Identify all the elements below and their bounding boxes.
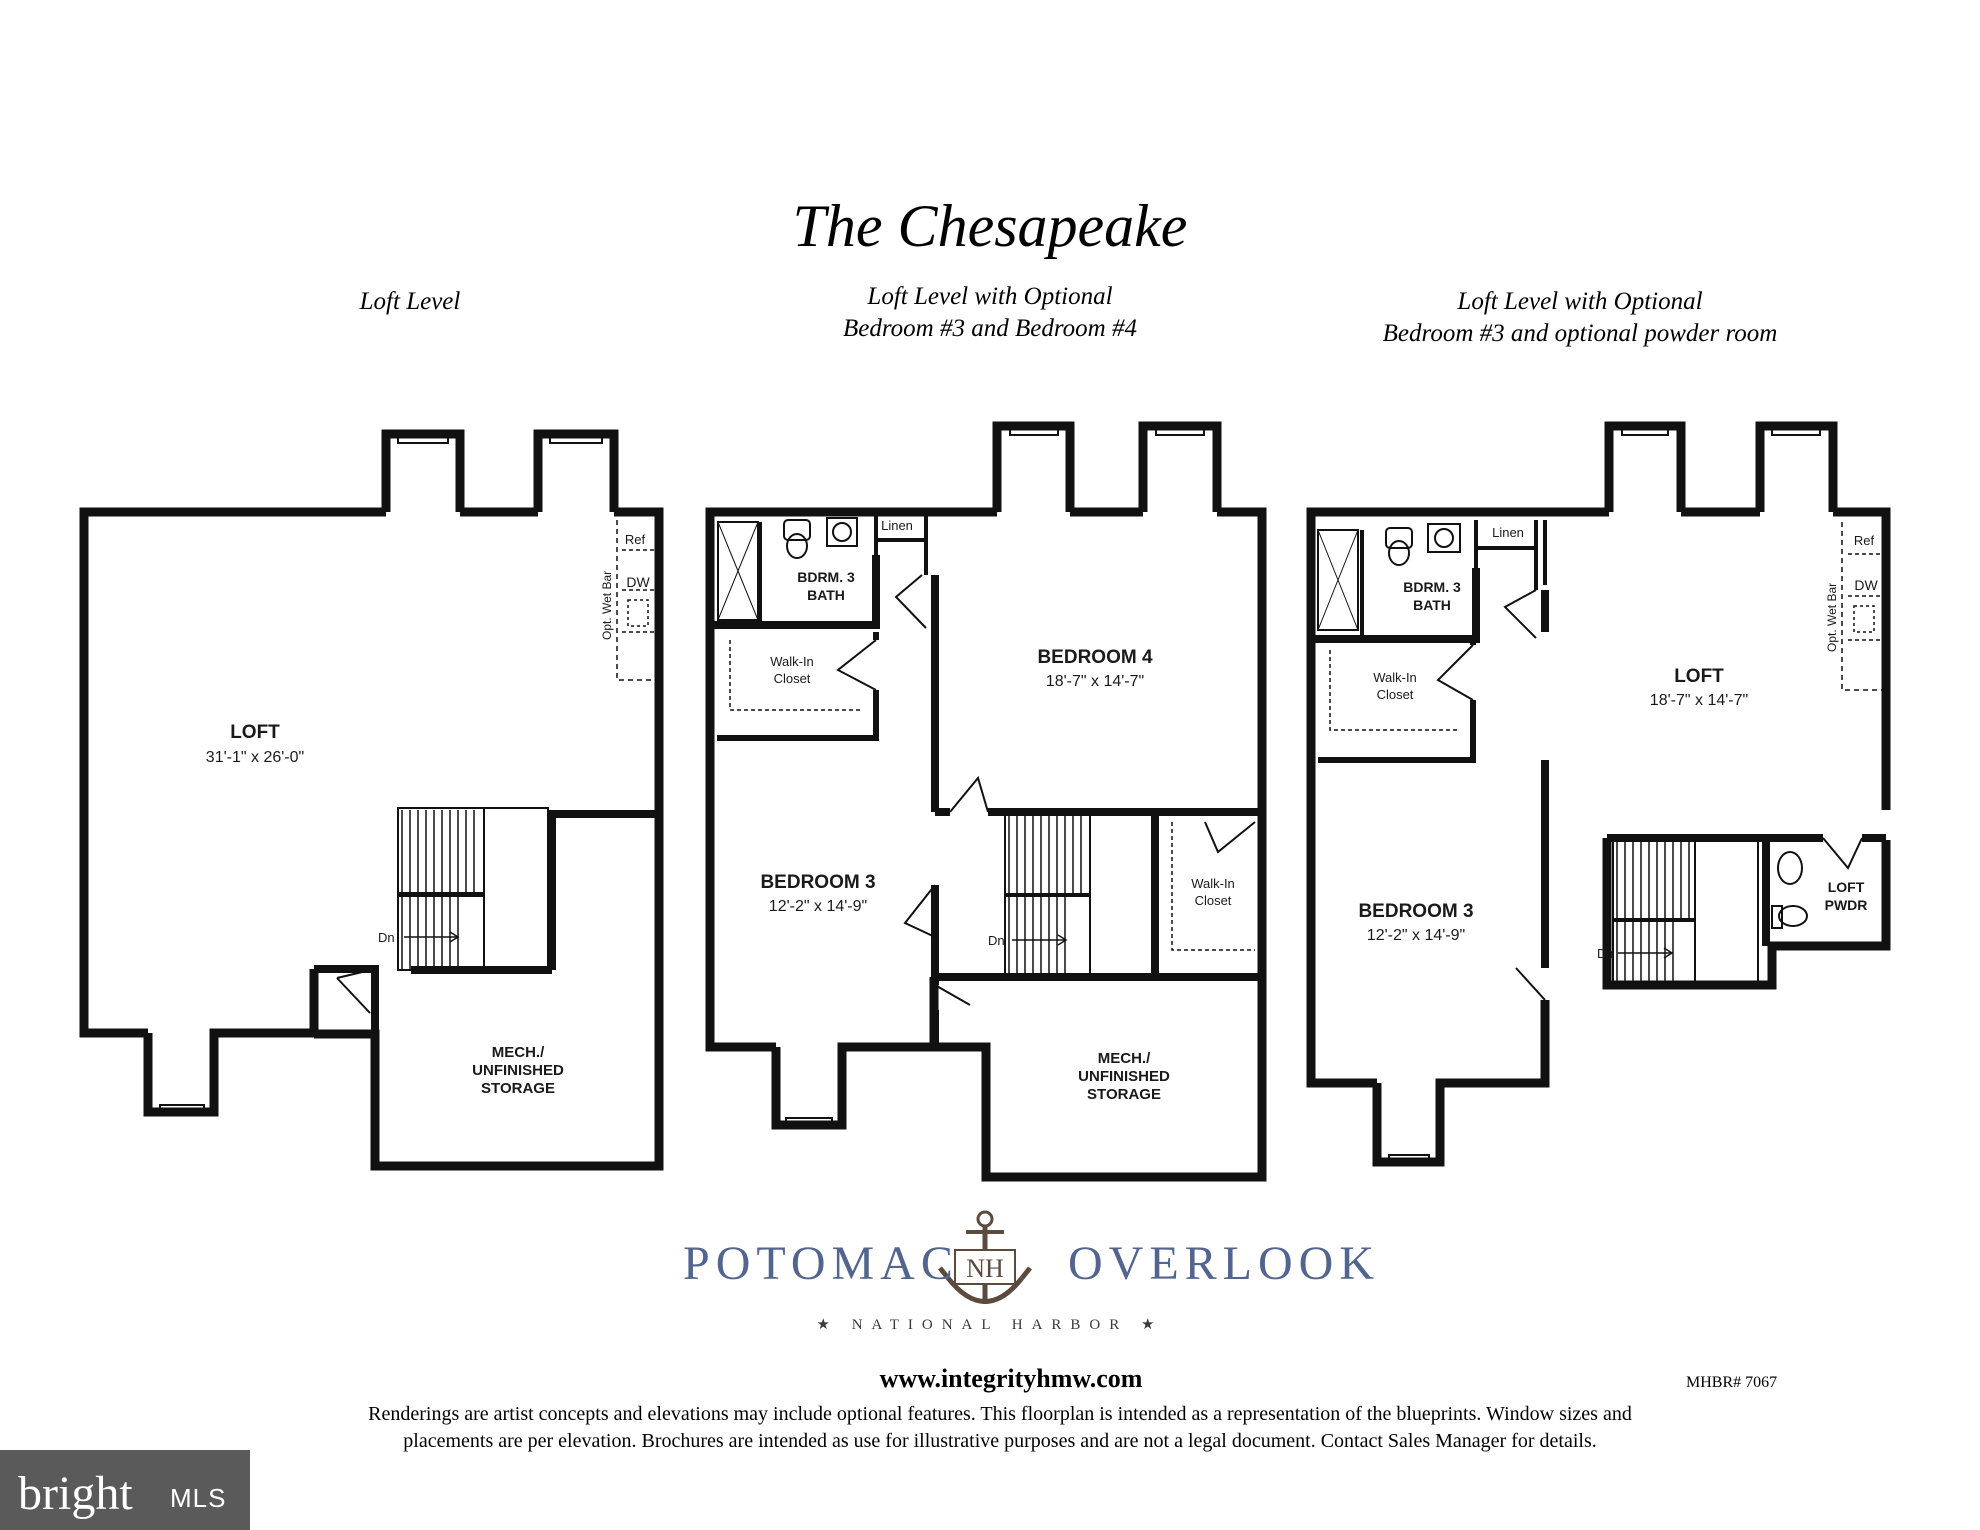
plan-2-mech-line-2: UNFINISHED <box>1078 1068 1170 1085</box>
plan-1-mech-line-2: UNFINISHED <box>472 1062 564 1079</box>
plan-3-wet-bar-label: Opt. Wet Bar <box>1825 583 1839 652</box>
plan-2-mech-line-1: MECH./ <box>1098 1050 1151 1067</box>
plan-2-floorplan <box>705 421 1267 1182</box>
plan-3-bath-line-1: BDRM. 3 <box>1403 579 1461 595</box>
plan-2-bath-line-2: BATH <box>807 587 845 603</box>
plan-3-pwdr-line-2: PWDR <box>1825 897 1868 913</box>
plan-2-walkin-right-line-1: Walk-In <box>1191 876 1235 891</box>
bright-logo-text: bright <box>18 1467 133 1520</box>
plan-2-walkin-line-2: Closet <box>774 671 811 686</box>
plan-1-caption: Loft Level <box>260 286 560 318</box>
website-link[interactable]: www.integrityhmw.com <box>879 1364 1143 1393</box>
plan-3-pwdr-line-1: LOFT <box>1828 879 1865 895</box>
plan-3-walkin-line-1: Walk-In <box>1373 670 1417 685</box>
plan-3-linen-label: Linen <box>1492 525 1524 540</box>
mls-logo-text: MLS <box>170 1483 227 1513</box>
plan-3-floorplan <box>1306 421 1891 1167</box>
plan-3-caption-line-1: Loft Level with Optional <box>1457 288 1703 315</box>
plan-3-loft-dimensions: 18'-7" x 14'-7" <box>1650 692 1748 709</box>
plan-2-bedroom4-dimensions: 18'-7" x 14'-7" <box>1046 673 1144 690</box>
plan-3-caption-line-2: Bedroom #3 and optional powder room <box>1382 320 1778 347</box>
plan-1-ref-label: Ref <box>625 532 646 547</box>
plan-2-bedroom3-label: BEDROOM 3 <box>760 872 875 893</box>
plan-1-dn-label: Dn <box>378 930 395 945</box>
plan-1-mech-line-1: MECH./ <box>492 1044 545 1061</box>
mhbr-number: MHBR# 7067 <box>1686 1374 1778 1391</box>
plan-2-caption-line-1: Loft Level with Optional <box>867 283 1113 310</box>
plan-3-bath-line-2: BATH <box>1413 597 1451 613</box>
disclaimer-line-1: Renderings are artist concepts and eleva… <box>368 1403 1632 1425</box>
plan-2-mech-line-3: STORAGE <box>1087 1086 1161 1103</box>
logo-tagline: ★ NATIONAL HARBOR ★ <box>816 1317 1164 1333</box>
disclaimer-line-2: placements are per elevation. Brochures … <box>403 1430 1597 1452</box>
plan-3-bedroom3-label: BEDROOM 3 <box>1358 901 1473 922</box>
plan-2-bedroom4-label: BEDROOM 4 <box>1037 647 1153 668</box>
document-title: The Chesapeake <box>792 193 1188 259</box>
plan-3-dw-label: DW <box>1854 577 1878 593</box>
logo-emblem-text: NH <box>966 1254 1004 1283</box>
plan-2-caption: Loft Level with Optional Bedroom #3 and … <box>760 281 1220 345</box>
disclaimer: Renderings are artist concepts and eleva… <box>190 1401 1810 1455</box>
anchor-emblem-icon: NH <box>938 1210 1032 1304</box>
plan-2-linen-label: Linen <box>881 518 913 533</box>
plan-3-bedroom3-dimensions: 12'-2" x 14'-9" <box>1367 927 1465 944</box>
logo-text-left: POTOMAC <box>683 1237 959 1290</box>
plan-3-walkin-line-2: Closet <box>1377 687 1414 702</box>
bright-mls-watermark <box>0 1450 250 1530</box>
plan-1-loft-label: LOFT <box>230 722 280 743</box>
plan-2-bedroom3-dimensions: 12'-2" x 14'-9" <box>769 898 867 915</box>
logo-text-right: OVERLOOK <box>1068 1237 1380 1290</box>
plan-1-floorplan <box>79 429 664 1171</box>
plan-1-caption-line-1: Loft Level <box>359 288 461 315</box>
plan-3-ref-label: Ref <box>1854 533 1875 548</box>
plan-1-wet-bar-label: Opt. Wet Bar <box>600 571 614 640</box>
plan-3-loft-label: LOFT <box>1674 666 1724 687</box>
plan-2-bath-line-1: BDRM. 3 <box>797 569 855 585</box>
plan-2-walkin-right-line-2: Closet <box>1195 893 1232 908</box>
plan-3-dn-label: Dn <box>1597 946 1614 961</box>
plan-1-dw-label: DW <box>626 574 650 590</box>
plan-1-mech-line-3: STORAGE <box>481 1080 555 1097</box>
plan-3-caption: Loft Level with Optional Bedroom #3 and … <box>1300 286 1860 350</box>
plan-2-dn-label: Dn <box>988 933 1005 948</box>
plan-2-caption-line-2: Bedroom #3 and Bedroom #4 <box>843 315 1137 342</box>
plan-1-loft-dimensions: 31'-1" x 26'-0" <box>206 749 304 766</box>
plan-2-walkin-line-1: Walk-In <box>770 654 814 669</box>
